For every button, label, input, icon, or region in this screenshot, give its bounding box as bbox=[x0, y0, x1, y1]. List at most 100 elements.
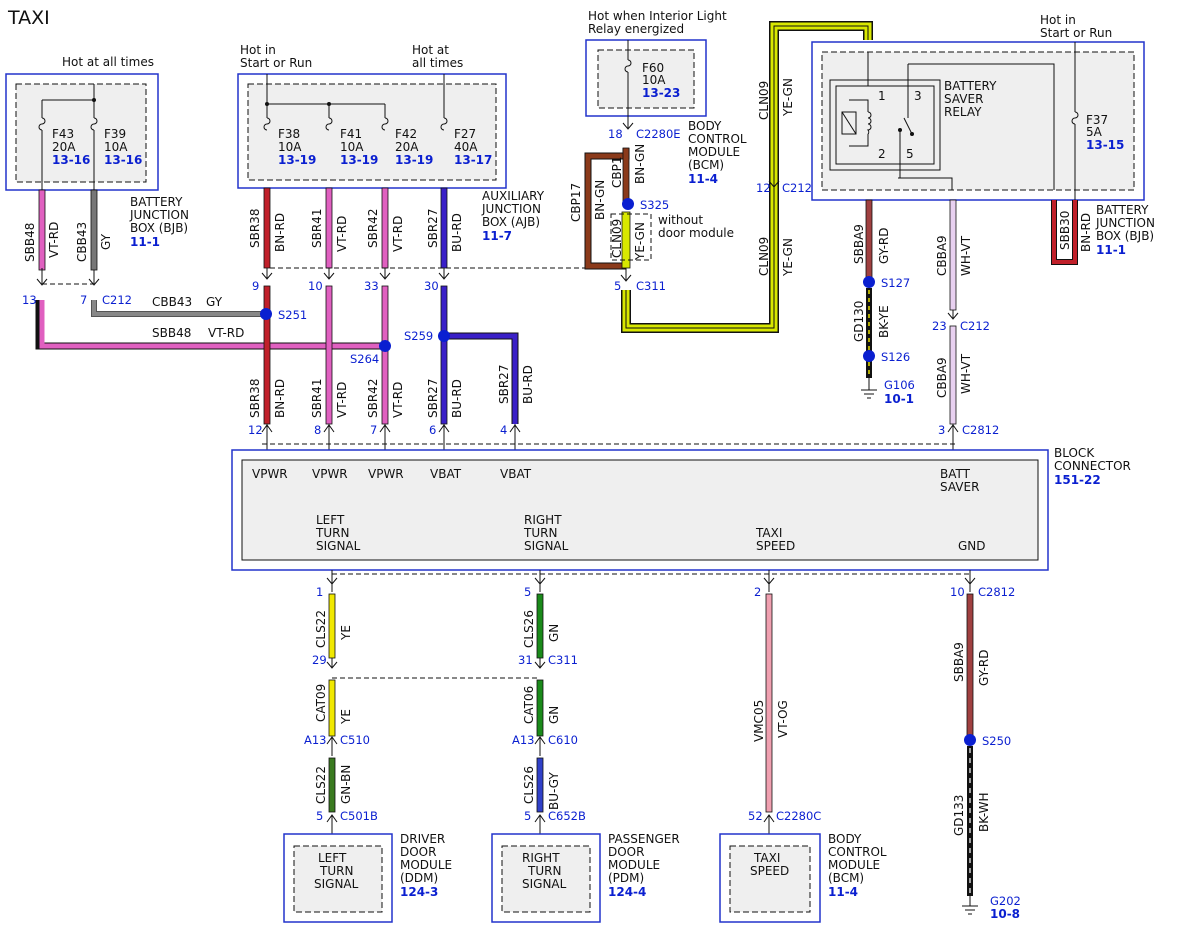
cls22b-color: GN-BN bbox=[339, 765, 353, 804]
diagram-title: TAXI bbox=[7, 7, 50, 29]
vmc05-color: VT-OG bbox=[776, 700, 790, 738]
bcm-label-4: (BCM) bbox=[828, 871, 864, 885]
bjb-right-heading-2: Start or Run bbox=[1040, 26, 1112, 40]
fuse-f41-ref[interactable]: 13-19 bbox=[340, 153, 378, 167]
fuse-f38-ref[interactable]: 13-19 bbox=[278, 153, 316, 167]
fuse-f43-ref[interactable]: 13-16 bbox=[52, 153, 90, 167]
pin-a13-pdm: A13 bbox=[512, 733, 535, 747]
connector-c212-mid: C212 bbox=[782, 181, 812, 195]
ddm-inner-2: TURN bbox=[319, 864, 353, 878]
ajb-label-3: BOX (AJB) bbox=[482, 215, 540, 229]
fuse-f37-ref[interactable]: 13-15 bbox=[1086, 138, 1124, 152]
sbr42-circuit-lower: SBR42 bbox=[366, 379, 380, 418]
connector-c2280c: C2280C bbox=[776, 809, 821, 823]
wire-cbp-cln09: S325 CBP17 BN-GN CBP1 BN-GN CLN09 YE-GN … bbox=[569, 21, 873, 333]
cls26-color: GN bbox=[547, 624, 561, 642]
connector-c2812-bottom: C2812 bbox=[978, 585, 1015, 599]
fuse-f60-ref[interactable]: 13-23 bbox=[642, 86, 680, 100]
bjb-right: Hot in Start or Run 1 3 2 5 BATTERY SAVE… bbox=[811, 13, 1155, 265]
block-batt-saver-2: SAVER bbox=[940, 480, 979, 494]
module-bcm: TAXI SPEED BODY CONTROL MODULE (BCM) 11-… bbox=[719, 832, 887, 923]
block-ref[interactable]: 151-22 bbox=[1054, 473, 1101, 487]
cbb43-color: GY bbox=[99, 233, 113, 250]
sbba9-color: GY-RD bbox=[877, 227, 891, 264]
pin-7: 7 bbox=[80, 293, 87, 307]
sbr27-circuit: SBR27 bbox=[426, 209, 440, 248]
wire-sbba9-gd130: SBBA9 GY-RD S127 GD130 BK-YE S126 G106 1… bbox=[852, 199, 915, 406]
vmc05-circuit: VMC05 bbox=[752, 700, 766, 742]
sbr38-color-lower: BN-RD bbox=[273, 379, 287, 418]
pin-12: 12 bbox=[248, 423, 263, 437]
cls22-color: YE bbox=[339, 625, 353, 641]
ajb-heading1-1: Hot in bbox=[240, 43, 276, 57]
fuse-f37-name: F37 bbox=[1086, 113, 1108, 127]
block-left-turn-2: TURN bbox=[315, 526, 349, 540]
connector-c212-left: C212 bbox=[102, 293, 132, 307]
relay-label-3: RELAY bbox=[944, 105, 982, 119]
pdm-inner-3: SIGNAL bbox=[522, 877, 567, 891]
connector-c311-top: C311 bbox=[636, 279, 666, 293]
block-right-turn-2: TURN bbox=[523, 526, 557, 540]
splice-s251-dot bbox=[260, 308, 272, 320]
cbp1-circuit: CBP1 bbox=[610, 157, 624, 188]
fuse-f39-ref[interactable]: 13-16 bbox=[104, 153, 142, 167]
pin-5-ddm: 5 bbox=[316, 809, 323, 823]
connector-c652b: C652B bbox=[548, 809, 586, 823]
fuse-f42-rating: 20A bbox=[395, 140, 419, 154]
pin-12-c212: 12 bbox=[756, 181, 771, 195]
fuse-f27-rating: 40A bbox=[454, 140, 478, 154]
block-pin-vbat-1: VBAT bbox=[430, 467, 462, 481]
ajb-heading1-2: Start or Run bbox=[240, 56, 312, 70]
fuse-f38-name: F38 bbox=[278, 127, 300, 141]
taxi-speed-wire: VMC05 VT-OG 52 C2280C bbox=[748, 593, 821, 834]
right-turn-wires: CLS26 GN 31 C311 CAT06 GN A13 C610 CLS26… bbox=[512, 593, 586, 834]
fuse-f37-rating: 5A bbox=[1086, 125, 1103, 139]
pin-10-gnd: 10 bbox=[950, 585, 965, 599]
sbb30-circuit: SBB30 bbox=[1058, 211, 1072, 250]
bcm-top-label-3: MODULE bbox=[688, 145, 740, 159]
bcm-ref[interactable]: 11-4 bbox=[828, 885, 858, 899]
bcm-inner-2: SPEED bbox=[750, 864, 789, 878]
fuse-f27-ref[interactable]: 13-17 bbox=[454, 153, 492, 167]
pin-5-rts: 5 bbox=[524, 585, 531, 599]
fuse-f42-ref[interactable]: 13-19 bbox=[395, 153, 433, 167]
bjb-right-ref[interactable]: 11-1 bbox=[1096, 243, 1126, 257]
block-right-turn-1: RIGHT bbox=[524, 513, 562, 527]
cbb43-circuit: CBB43 bbox=[75, 222, 89, 262]
wire-cbb43: CBB43 GY 7 C212 CBB43 GY bbox=[75, 189, 266, 317]
sbr38-circuit-lower: SBR38 bbox=[248, 379, 262, 418]
module-ddm: LEFT TURN SIGNAL DRIVER DOOR MODULE (DDM… bbox=[283, 832, 452, 923]
bcm-label-3: MODULE bbox=[828, 858, 880, 872]
pin-8: 8 bbox=[314, 423, 321, 437]
relay-pin-1: 1 bbox=[878, 89, 886, 103]
pdm-label-2: DOOR bbox=[608, 845, 644, 859]
sbba9-circuit: SBBA9 bbox=[852, 224, 866, 264]
bcm-inner-1: TAXI bbox=[753, 851, 780, 865]
ground-g202-ref[interactable]: 10-8 bbox=[990, 907, 1020, 921]
fuse-f39-name: F39 bbox=[104, 127, 126, 141]
sbr27b-circuit: SBR27 bbox=[497, 365, 511, 404]
splice-s264-dot bbox=[379, 340, 391, 352]
ajb-label-2: JUNCTION bbox=[481, 202, 541, 216]
bcm-top-ref[interactable]: 11-4 bbox=[688, 172, 718, 186]
pin-4: 4 bbox=[500, 423, 507, 437]
gd133-color: BK-WH bbox=[977, 792, 991, 832]
pin-3: 3 bbox=[938, 423, 945, 437]
pdm-ref[interactable]: 124-4 bbox=[608, 885, 646, 899]
sbr27-circuit-lower: SBR27 bbox=[426, 379, 440, 418]
gd133-circuit: GD133 bbox=[952, 795, 966, 836]
block-pin-vpwr-2: VPWR bbox=[312, 467, 348, 481]
block-pin-vpwr-1: VPWR bbox=[252, 467, 288, 481]
fuse-f43-name: F43 bbox=[52, 127, 74, 141]
ddm-ref[interactable]: 124-3 bbox=[400, 885, 438, 899]
ground-g106-ref[interactable]: 10-1 bbox=[884, 392, 914, 406]
bjb-left-ref[interactable]: 11-1 bbox=[130, 235, 160, 249]
sbr41-color-lower: VT-RD bbox=[335, 382, 349, 418]
ajb-ref[interactable]: 11-7 bbox=[482, 229, 512, 243]
connector-c212-right: C212 bbox=[960, 319, 990, 333]
relay-label-1: BATTERY bbox=[944, 79, 997, 93]
splice-s126-dot bbox=[863, 350, 875, 362]
splice-s259-dot bbox=[438, 330, 450, 342]
cls26b-color: BU-GY bbox=[547, 772, 561, 810]
